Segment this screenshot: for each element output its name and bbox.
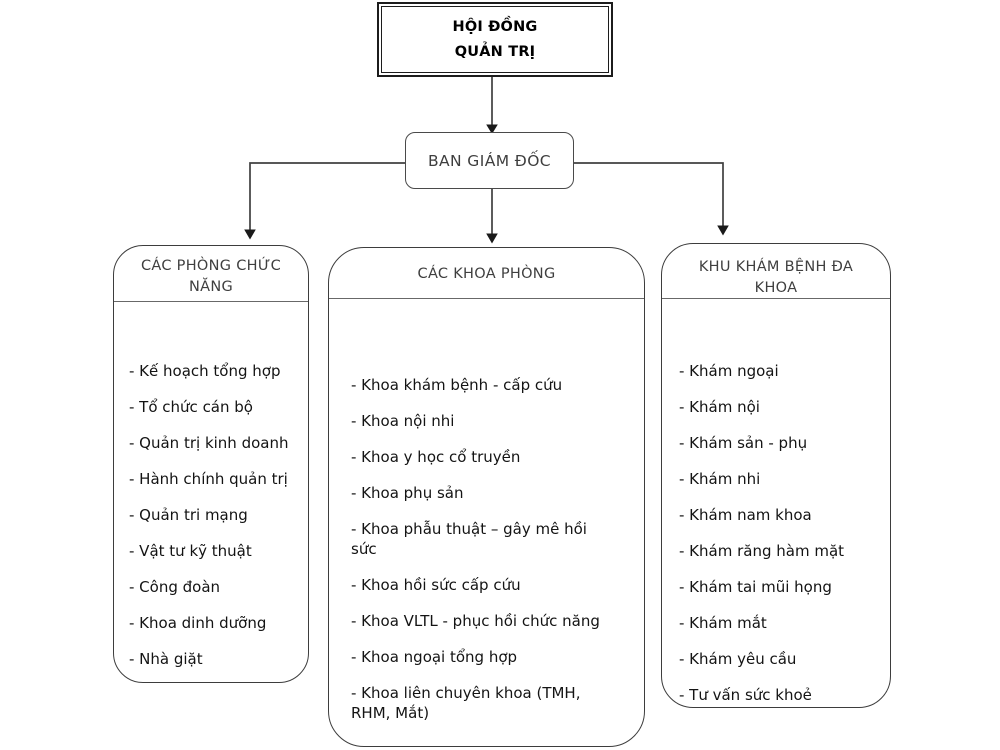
list-item: - Hành chính quản trị bbox=[129, 470, 288, 488]
list-item: - Khoa phụ sản bbox=[351, 484, 464, 502]
list-item: - Khám nội bbox=[679, 398, 760, 416]
general-clinic-title: KHU KHÁM BỆNH ĐA KHOA bbox=[698, 259, 854, 296]
list-item: - Khoa khám bệnh - cấp cứu bbox=[351, 376, 563, 394]
list-item: - Công đoàn bbox=[129, 578, 221, 596]
list-item: - Kế hoạch tổng hợp bbox=[129, 362, 281, 380]
list-item: - Khoa VLTL - phục hồi chức năng bbox=[351, 612, 600, 630]
arrowhead-right bbox=[717, 225, 729, 236]
list-item: - Khoa liên chuyên khoa (TMH, RHM, Mắt) bbox=[351, 684, 581, 722]
list-item: - Khám răng hàm mặt bbox=[679, 542, 845, 560]
list-item: - Khoa nội nhi bbox=[351, 412, 455, 430]
board-of-directors-inner-border: HỘI ĐỒNG QUẢN TRỊ bbox=[381, 6, 609, 73]
director-board-box: BAN GIÁM ĐỐC bbox=[405, 132, 574, 189]
functional-departments-list: - Kế hoạch tổng hợp - Tổ chức cán bộ - Q… bbox=[114, 361, 308, 669]
list-item: - Quản trị kinh doanh bbox=[129, 434, 289, 452]
list-item: - Tư vấn sức khoẻ bbox=[679, 686, 812, 704]
list-item: - Khám yêu cầu bbox=[679, 650, 797, 668]
general-clinic-divider bbox=[662, 298, 890, 299]
board-of-directors-box: HỘI ĐỒNG QUẢN TRỊ bbox=[377, 2, 613, 77]
list-item: - Khoa dinh dưỡng bbox=[129, 614, 267, 632]
functional-departments-title: CÁC PHÒNG CHỨC NĂNG bbox=[140, 258, 282, 295]
list-item: - Khám tai mũi họng bbox=[679, 578, 832, 596]
list-item: - Khám ngoại bbox=[679, 362, 779, 380]
list-item: - Nhà giặt bbox=[129, 650, 203, 668]
arrowhead-left bbox=[244, 229, 256, 240]
list-item: - Khám nam khoa bbox=[679, 506, 812, 524]
medical-departments-divider bbox=[329, 298, 644, 299]
functional-departments-divider bbox=[114, 301, 308, 302]
list-item: - Quản tri mạng bbox=[129, 506, 248, 524]
general-clinic-list: - Khám ngoại - Khám nội - Khám sản - phụ… bbox=[662, 361, 890, 705]
list-item: - Khoa y học cổ truyền bbox=[351, 448, 521, 466]
list-item: - Tổ chức cán bộ bbox=[129, 398, 253, 416]
list-item: - Khám mắt bbox=[679, 614, 767, 632]
connector-director-left bbox=[249, 162, 405, 231]
medical-departments-list: - Khoa khám bệnh - cấp cứu - Khoa nội nh… bbox=[329, 375, 644, 734]
medical-departments-title: CÁC KHOA PHÒNG bbox=[417, 266, 556, 282]
board-title-line2: QUẢN TRỊ bbox=[454, 43, 536, 60]
board-title-line1: HỘI ĐỒNG bbox=[452, 19, 538, 35]
list-item: - Vật tư kỹ thuật bbox=[129, 542, 252, 560]
connector-director-right bbox=[571, 162, 724, 227]
general-clinic-panel: KHU KHÁM BỆNH ĐA KHOA - Khám ngoại - Khá… bbox=[661, 243, 891, 708]
functional-departments-panel: CÁC PHÒNG CHỨC NĂNG - Kế hoạch tổng hợp … bbox=[113, 245, 309, 683]
list-item: - Khám nhi bbox=[679, 470, 761, 488]
list-item: - Khoa ngoại tổng hợp bbox=[351, 648, 518, 666]
list-item: - Khoa phẫu thuật – gây mê hồi sức bbox=[351, 520, 587, 558]
arrowhead-middle bbox=[486, 233, 498, 244]
medical-departments-panel: CÁC KHOA PHÒNG - Khoa khám bệnh - cấp cứ… bbox=[328, 247, 645, 747]
director-board-label: BAN GIÁM ĐỐC bbox=[427, 151, 552, 170]
list-item: - Khám sản - phụ bbox=[679, 434, 808, 452]
list-item: - Khoa hồi sức cấp cứu bbox=[351, 576, 521, 594]
